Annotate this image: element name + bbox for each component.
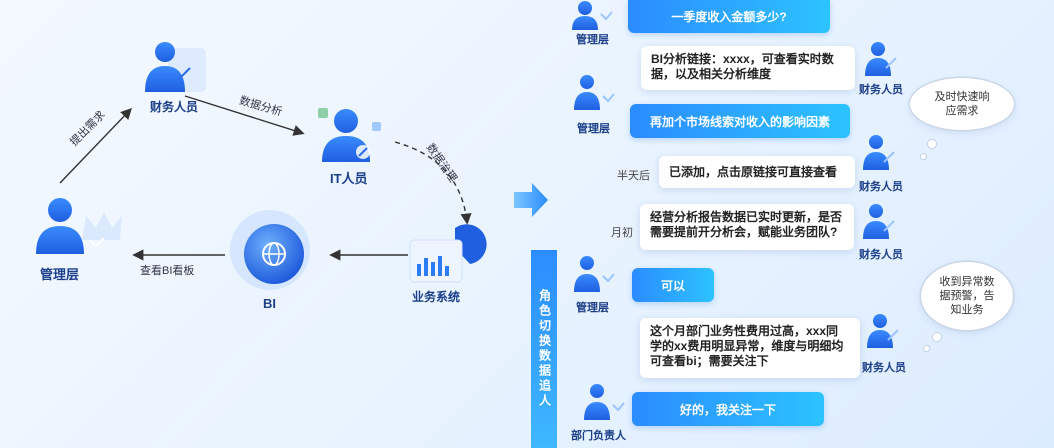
thought-cloud-anomaly-alert: 收到异常数据预警，告知业务 xyxy=(921,262,1013,330)
role-label-finance: 财务人员 xyxy=(150,100,199,114)
chat-role-management-1: 管理层 xyxy=(576,34,609,46)
chat-role-management-2: 管理层 xyxy=(577,123,610,135)
role-switch-banner-text: 角色切换数据追人 xyxy=(537,289,552,409)
thought-cloud-quick-response: 及时快速响应需求 xyxy=(910,78,1014,130)
avatar-management-1 xyxy=(572,1,613,30)
thought-cloud-anomaly-alert-text: 收到异常数据预警，告知业务 xyxy=(939,276,995,316)
chat-bubble-q1: 一季度收入金额多少? xyxy=(628,0,830,33)
avatar-management-3 xyxy=(574,256,615,292)
role-label-it: IT人员 xyxy=(330,171,368,186)
chat-role-finance-1: 财务人员 xyxy=(859,84,903,96)
business-system-icon xyxy=(409,224,487,283)
edge-label-view-bi: 查看BI看板 xyxy=(140,265,195,277)
thought-dot xyxy=(933,333,941,341)
chat-role-finance-2: 财务人员 xyxy=(859,181,903,193)
thought-dot xyxy=(921,154,926,159)
avatar-finance-4 xyxy=(867,314,899,348)
finance-person-icon xyxy=(145,42,206,92)
management-person-icon xyxy=(36,198,122,254)
chat-bubble-added: 已添加，点击原链接可直接查看 xyxy=(659,156,855,188)
role-label-business-system: 业务系统 xyxy=(412,290,461,304)
chat-bubble-bi-link: BI分析链接：xxxx，可查看实时数据，以及相关分析维度 xyxy=(641,46,855,90)
thought-dot xyxy=(924,346,929,351)
avatar-management-2 xyxy=(574,75,615,110)
thought-dot xyxy=(928,140,936,148)
chat-time-half-day: 半天后 xyxy=(617,170,650,182)
chat-bubble-ok: 可以 xyxy=(632,268,714,302)
chat-bubble-will-follow: 好的，我关注一下 xyxy=(632,392,824,426)
role-label-bi: BI xyxy=(263,296,276,311)
it-person-icon xyxy=(318,108,381,162)
chat-role-management-3: 管理层 xyxy=(576,302,609,314)
bi-globe-icon xyxy=(230,210,310,290)
arrow-submit-request xyxy=(59,107,132,184)
arrow-data-governance xyxy=(394,141,472,225)
role-label-management: 管理层 xyxy=(40,267,80,282)
diagram-arrows xyxy=(36,42,487,290)
avatar-dept-head xyxy=(584,384,625,420)
role-switch-banner: 角色切换数据追人 xyxy=(531,250,557,448)
avatar-finance-2 xyxy=(863,135,895,170)
chat-role-finance-3: 财务人员 xyxy=(859,249,903,261)
chat-bubble-add-factor: 再加个市场线索对收入的影响因素 xyxy=(630,104,850,138)
arrow-data-analysis xyxy=(184,95,305,136)
workflow-diagram: 财务人员 IT人员 管理层 业务系统 BI 提出需求 数据分析 数据治理 查看B… xyxy=(0,0,510,448)
avatar-finance-3 xyxy=(863,204,895,239)
chat-time-month-start: 月初 xyxy=(611,227,633,239)
avatar-finance-1 xyxy=(865,42,897,76)
chat-bubble-expense-alert: 这个月部门业务性费用过高，xxx同学的xx费用明显异常，维度与明细均可查看bi；… xyxy=(640,318,860,378)
chat-role-finance-4: 财务人员 xyxy=(862,362,906,374)
arrow-right-icon xyxy=(514,183,548,217)
thought-cloud-quick-response-text: 及时快速响应需求 xyxy=(934,91,990,117)
chat-role-dept-head: 部门负责人 xyxy=(571,430,626,442)
chat-bubble-report-updated: 经营分析报告数据已实时更新，是否需要提前开分析会，赋能业务团队? xyxy=(640,204,854,250)
